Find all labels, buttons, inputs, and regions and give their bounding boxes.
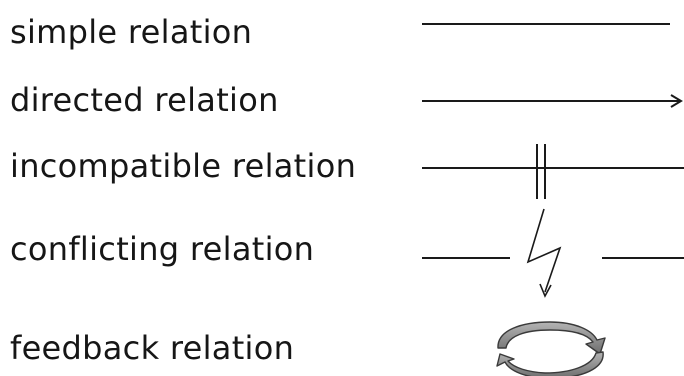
arrow-line-icon bbox=[422, 94, 683, 108]
double-bar-line-icon bbox=[422, 144, 684, 199]
simple-relation-label: simple relation bbox=[10, 13, 253, 51]
incompatible-relation-label: incompatible relation bbox=[10, 147, 357, 185]
conflicting-relation-label: conflicting relation bbox=[10, 230, 315, 268]
cycle-arrows-icon bbox=[496, 321, 606, 376]
lightning-bolt-icon bbox=[422, 208, 684, 298]
feedback-relation-label: feedback relation bbox=[10, 329, 295, 367]
directed-relation-label: directed relation bbox=[10, 81, 279, 119]
